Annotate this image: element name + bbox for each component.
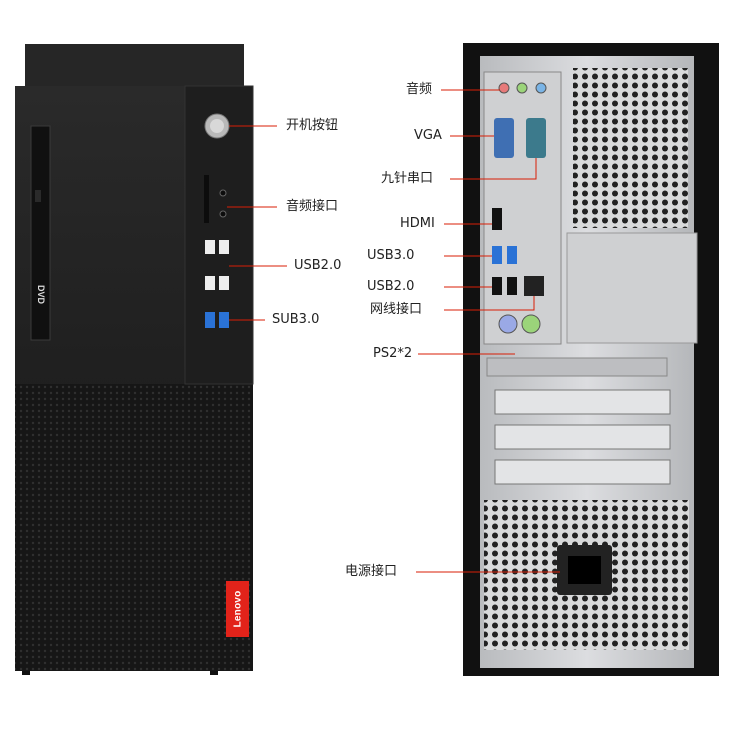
lenovo-logo: Lenovo	[226, 581, 249, 637]
front-tower	[15, 44, 254, 675]
rear-usb20-label: USB2.0	[367, 279, 415, 294]
dvd-badge: DVD	[36, 285, 46, 305]
rear-audio-label: 音频	[406, 82, 433, 97]
hdmi-label: HDMI	[400, 216, 435, 231]
lan-port-label: 网线接口	[370, 302, 423, 317]
rear-callout-lines	[416, 89, 560, 573]
front-callout-lines	[227, 125, 287, 321]
rear-tower	[463, 43, 719, 676]
front-usb20-label: USB2.0	[294, 258, 342, 273]
vga-label: VGA	[414, 128, 442, 143]
rear-usb30-label: USB3.0	[367, 248, 415, 263]
power-button-label: 开机按钮	[286, 118, 339, 133]
audio-jack-label: 音频接口	[286, 199, 339, 214]
power-socket-label: 电源接口	[345, 564, 398, 579]
brand-name: Lenovo	[232, 590, 243, 628]
serial-port-label: 九针串口	[381, 171, 434, 186]
front-usb30-label: SUB3.0	[272, 312, 320, 327]
ps2-label: PS2*2	[373, 346, 413, 361]
